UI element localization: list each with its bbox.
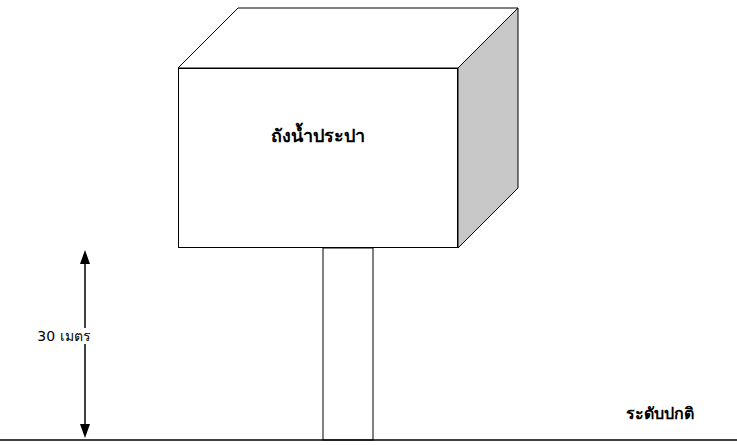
height-dimension: 30 เมตร: [35, 328, 92, 345]
dimension-arrowhead: [80, 250, 90, 264]
ground-level-label: ระดับปกติ: [624, 404, 696, 423]
water-tank-box: ถังน้ำประปา: [178, 68, 458, 248]
dimension-arrowhead: [80, 424, 90, 438]
tank-side-face: [458, 8, 518, 248]
tank-name: ถังน้ำประปา: [271, 121, 365, 150]
tank-pole: [323, 248, 373, 440]
ground-line: [0, 439, 737, 441]
